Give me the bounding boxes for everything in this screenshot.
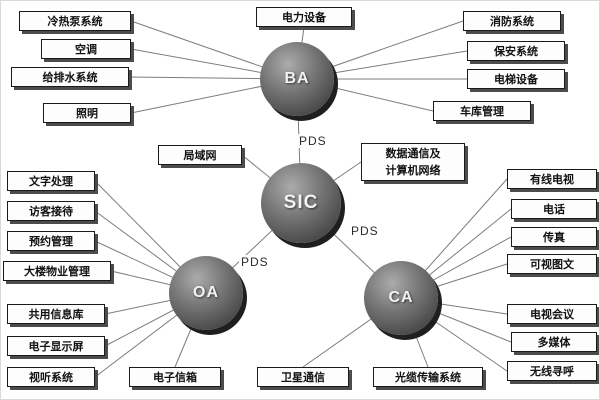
hub-ca-label: CA bbox=[388, 289, 414, 306]
node-air-conditioning: 空调 bbox=[41, 39, 131, 59]
node-fax: 传真 bbox=[511, 227, 597, 247]
node-power-equipment: 电力设备 bbox=[256, 7, 352, 27]
node-water-supply-drainage: 给排水系统 bbox=[11, 67, 129, 87]
node-email: 电子信箱 bbox=[129, 367, 221, 387]
link-label-sic-oa: PDS bbox=[239, 255, 271, 269]
node-data-communication-line2: 计算机网络 bbox=[385, 165, 441, 177]
link-label-sic-ca: PDS bbox=[349, 224, 381, 238]
node-wireless-paging: 无线寻呼 bbox=[507, 361, 597, 381]
node-security-system: 保安系统 bbox=[467, 41, 565, 61]
hub-sic: SIC bbox=[261, 163, 341, 243]
node-data-communication-line1: 数据通信及 bbox=[385, 148, 441, 160]
node-lan: 局域网 bbox=[158, 145, 242, 165]
link-label-ba-sic: PDS bbox=[297, 134, 329, 148]
node-garage-management: 车库管理 bbox=[433, 101, 531, 121]
node-visitor-reception: 访客接待 bbox=[7, 201, 95, 221]
node-electronic-display: 电子显示屏 bbox=[7, 336, 105, 356]
hub-sic-label: SIC bbox=[283, 192, 319, 213]
node-multimedia: 多媒体 bbox=[511, 332, 597, 352]
node-elevator-equipment: 电梯设备 bbox=[467, 69, 565, 89]
node-satellite-communication: 卫星通信 bbox=[257, 367, 349, 387]
node-building-property-management: 大楼物业管理 bbox=[3, 261, 111, 281]
hub-ca: CA bbox=[364, 261, 438, 335]
hub-ba: BA bbox=[260, 42, 334, 116]
node-videotex: 可视图文 bbox=[507, 254, 597, 274]
node-cold-heat-pump: 冷热泵系统 bbox=[19, 11, 131, 31]
node-fire-protection: 消防系统 bbox=[463, 11, 561, 31]
node-reservation-management: 预约管理 bbox=[7, 231, 95, 251]
node-optical-cable-transmission: 光缆传输系统 bbox=[373, 367, 483, 387]
node-data-communication-network: 数据通信及 计算机网络 bbox=[361, 143, 465, 181]
node-word-processing: 文字处理 bbox=[7, 171, 95, 191]
node-shared-info-database: 共用信息库 bbox=[7, 304, 105, 324]
node-telephone: 电话 bbox=[511, 199, 597, 219]
node-video-conference: 电视会议 bbox=[507, 304, 597, 324]
hub-oa-label: OA bbox=[193, 284, 219, 301]
node-lighting: 照明 bbox=[43, 103, 131, 123]
hub-oa: OA bbox=[169, 256, 243, 330]
hub-ba-label: BA bbox=[284, 70, 310, 87]
node-audio-visual-system: 视听系统 bbox=[7, 367, 95, 387]
node-cable-tv: 有线电视 bbox=[507, 169, 597, 189]
